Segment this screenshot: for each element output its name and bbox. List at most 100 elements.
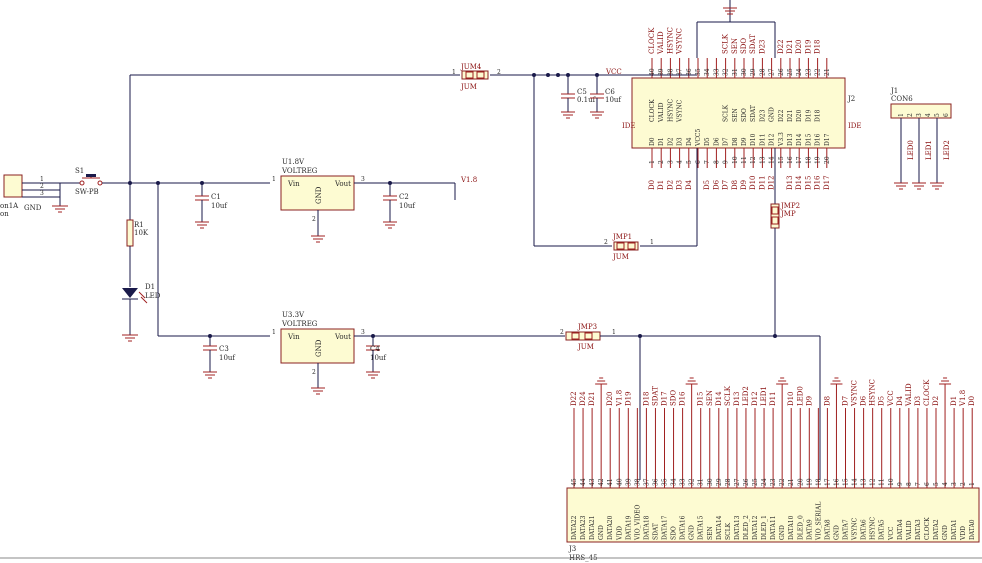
ide-bottom-net-label: D12 xyxy=(768,175,776,190)
ide-bottom-net-label: D17 xyxy=(823,175,831,190)
j3-net-label: D22 xyxy=(570,391,578,406)
j3-pin-number: 32 xyxy=(689,478,696,486)
ide-inner-bottom-label: D17 xyxy=(824,133,831,146)
svg-text:C4: C4 xyxy=(370,345,380,353)
ide-connector-j2[interactable]: IDE IDE J2 40CLOCKCLOCK1D0D039VALIDVALID… xyxy=(622,27,862,190)
ide-inner-top-label: SCLK xyxy=(723,104,730,122)
ide-inner-top-label: VALID xyxy=(658,102,665,123)
j1-net-label: LED1 xyxy=(925,140,933,160)
ide-top-pin-number: 31 xyxy=(732,68,739,76)
capacitor-c6[interactable]: C6 10uf xyxy=(590,75,622,119)
power-connector[interactable]: 1 2 3 on1A on GND xyxy=(0,174,68,218)
svg-text:GND: GND xyxy=(315,186,323,204)
j3-pin-number: 8 xyxy=(906,482,913,486)
j3-pin-number: 17 xyxy=(824,478,831,486)
svg-text:1: 1 xyxy=(612,329,616,336)
j1-pin-number: 1 xyxy=(898,113,905,117)
jumper-jum4[interactable]: JUM4 JUM 1 2 xyxy=(452,63,501,91)
j3-pin-number: 44 xyxy=(580,478,587,486)
regulator-u3[interactable]: U3.3V VOLTREG Vin Vout GND 1 3 2 xyxy=(272,311,565,395)
ide-bottom-pin-number: 19 xyxy=(815,156,822,164)
ide-inner-bottom-label: D10 xyxy=(750,133,757,146)
ide-bottom-pin-number: 8 xyxy=(713,160,720,164)
svg-text:3: 3 xyxy=(361,176,365,183)
ide-top-pin-number: 34 xyxy=(704,68,711,76)
svg-text:SW-PB: SW-PB xyxy=(75,188,99,196)
svg-text:Vout: Vout xyxy=(334,180,351,188)
j3-inner-label: VCC xyxy=(888,526,895,541)
ide-inner-top-label: CLOCK xyxy=(649,99,656,122)
ide-bottom-pin-number: 6 xyxy=(695,160,702,164)
resistor-r1[interactable]: R1 10K xyxy=(126,183,149,287)
j3-net-label: SDAT xyxy=(651,386,659,406)
svg-text:0.1uf: 0.1uf xyxy=(577,96,597,104)
svg-text:C6: C6 xyxy=(605,88,615,96)
ide-top-pin-number: 21 xyxy=(824,68,831,76)
j3-net-label: D17 xyxy=(661,391,669,406)
j3-pin-number: 7 xyxy=(915,482,922,486)
j3-net-label: D15 xyxy=(697,391,705,406)
ide-top-net-label: SDO xyxy=(740,38,748,54)
ide-inner-top-label: VSYNC xyxy=(677,99,684,123)
switch-s1[interactable]: S1 SW-PB xyxy=(60,167,270,196)
j1-pin-number: 4 xyxy=(925,113,932,117)
ide-connector-body xyxy=(631,77,846,149)
svg-text:2: 2 xyxy=(497,69,501,76)
ide-top-net-label: D19 xyxy=(804,39,812,54)
ide-side-right: IDE xyxy=(848,122,862,130)
svg-text:1: 1 xyxy=(272,329,276,336)
capacitor-c3[interactable]: C3 10uf xyxy=(203,336,236,379)
ide-bottom-net-label: D6 xyxy=(712,179,720,190)
j3-inner-label: GND xyxy=(833,525,840,540)
j3-net-label: D24 xyxy=(579,391,587,406)
j3-inner-label: DATA17 xyxy=(662,515,669,540)
svg-text:U3.3V: U3.3V xyxy=(282,311,305,319)
svg-text:Vin: Vin xyxy=(287,180,300,188)
j3-net-label: V1.8 xyxy=(959,390,967,407)
ide-top-net-label: VALID xyxy=(657,31,665,55)
j3-inner-label: SDAT xyxy=(652,523,659,540)
led-d1[interactable]: D1 LED xyxy=(122,283,161,342)
ide-bottom-pin-number: 16 xyxy=(787,156,794,164)
ide-bottom-pin-number: 18 xyxy=(805,156,812,164)
j3-pins: 45DATA22D2244DATA23D2443DATA21D2142GND41… xyxy=(570,377,976,541)
j3-pin-number: 41 xyxy=(607,478,614,486)
ide-top-pin-number: 39 xyxy=(658,68,665,76)
connector-j3[interactable]: J3 HRS_45 45DATA22D2244DATA23D2443DATA21… xyxy=(566,377,980,562)
j3-pin-number: 6 xyxy=(924,482,931,486)
svg-text:10uf: 10uf xyxy=(219,354,236,362)
jumper-jmp3[interactable]: JMP3 JUM 2 1 xyxy=(560,323,821,480)
jum4-ref: JUM4 xyxy=(460,63,482,71)
ide-inner-top-label: SDAT xyxy=(750,105,757,122)
jumper-jmp2[interactable]: JMP2 JMP xyxy=(770,148,800,336)
capacitor-c5[interactable]: C5 0.1uf xyxy=(561,75,597,119)
capacitor-c4[interactable]: C4 10uf xyxy=(366,336,387,379)
j3-net-label: D3 xyxy=(914,396,922,406)
j3-inner-label: DATA16 xyxy=(680,515,687,540)
j3-pin-number: 31 xyxy=(698,478,705,486)
ide-inner-top-label: SDO xyxy=(741,108,748,122)
j3-net-label: D5 xyxy=(878,396,886,406)
ide-inner-bottom-label: D6 xyxy=(713,137,720,146)
jumper-jmp1[interactable]: JMP1 JUM 2 1 xyxy=(604,233,654,261)
ide-top-net-label: D18 xyxy=(814,39,822,54)
j3-pin-number: 18 xyxy=(815,478,822,486)
ide-inner-bottom-label: D1 xyxy=(658,137,665,146)
j3-net-label: HSYNC xyxy=(869,379,877,406)
svg-text:2: 2 xyxy=(312,216,316,223)
j3-pin-number: 26 xyxy=(743,478,750,486)
capacitor-c2[interactable]: C2 10uf xyxy=(383,183,416,229)
j3-pin-number: 25 xyxy=(752,478,759,486)
j3-net-label: D9 xyxy=(805,396,813,406)
j3-net-label: VSYNC xyxy=(851,380,859,407)
regulator-u1[interactable]: U1.8V VOLTREG Vin Vout GND 1 3 2 V1.8 xyxy=(272,158,477,243)
ide-bottom-pin-number: 17 xyxy=(796,156,803,164)
j3-inner-label: DATA13 xyxy=(734,515,741,540)
svg-text:2: 2 xyxy=(560,329,564,336)
j3-net-label: SEN xyxy=(706,390,714,406)
capacitor-c1[interactable]: C1 10uf xyxy=(195,183,228,229)
svg-text:on1A: on1A xyxy=(0,202,19,210)
j3-net-label: D18 xyxy=(642,391,650,406)
svg-text:LED: LED xyxy=(145,292,161,300)
